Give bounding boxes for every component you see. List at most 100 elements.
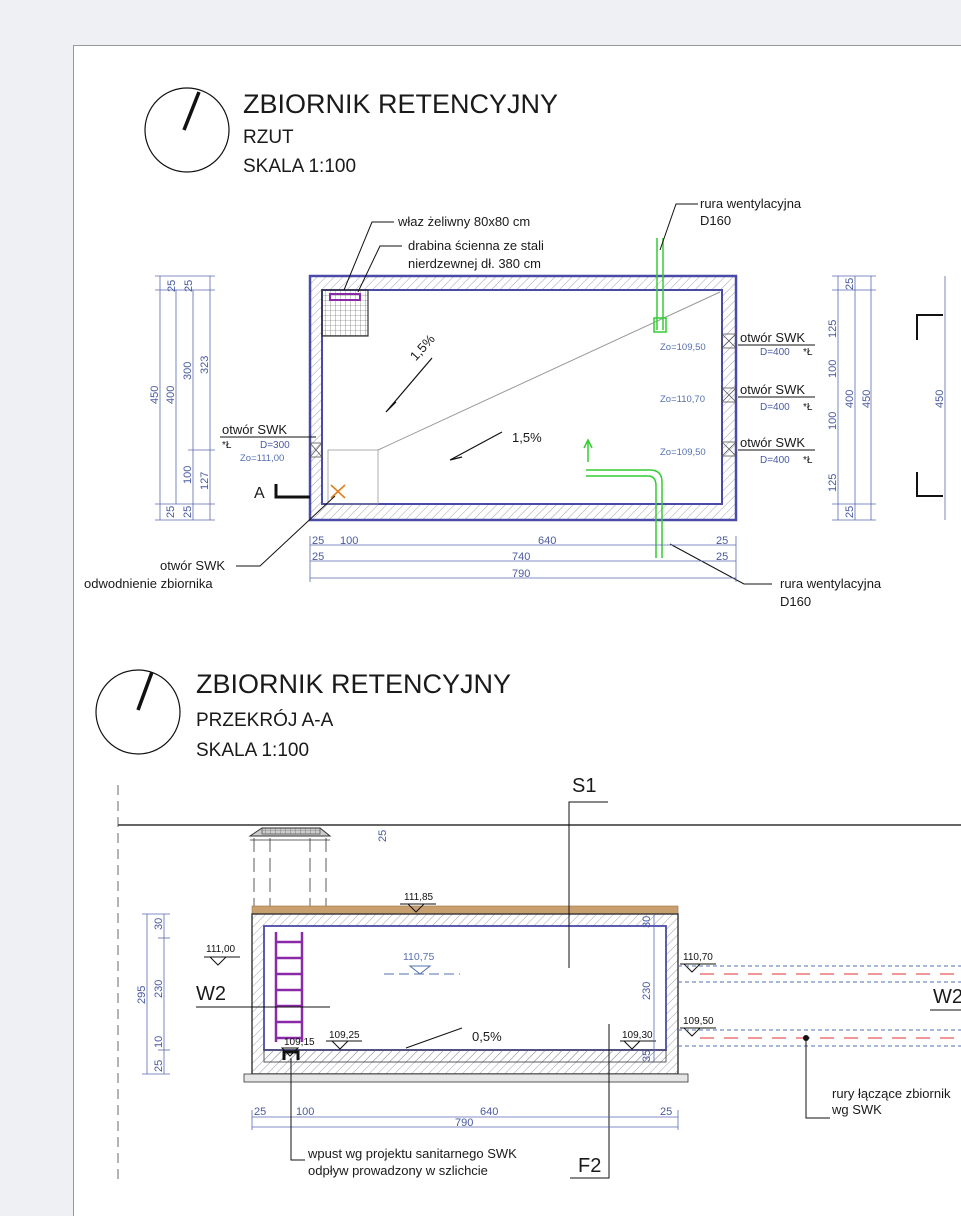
dim: 25 [166, 280, 178, 292]
dim: 100 [340, 535, 358, 547]
opening-2-zo: Zo=110,70 [660, 394, 705, 405]
vent-pipe-top-icon [653, 238, 667, 333]
water-level-icon [408, 965, 432, 975]
opening-3-d: D=400 [760, 455, 790, 466]
pipes-note-1: rury łączące zbiornik [832, 1086, 951, 1101]
label-w2-left: W2 [196, 983, 226, 1005]
opening-2-mark: *Ł [803, 402, 813, 413]
section-title: ZBIORNIK RETENCYJNY [196, 669, 511, 699]
dim: 640 [480, 1106, 498, 1118]
opening-3-mark: *Ł [803, 455, 813, 466]
dim: 100 [827, 412, 839, 430]
dim: 127 [199, 472, 211, 490]
sump-outline [327, 449, 379, 505]
elev-110-75: 110,75 [403, 951, 434, 963]
plan-subtitle: RZUT [243, 127, 294, 148]
elev-109-50: 109,50 [683, 1016, 714, 1027]
dim: 300 [182, 362, 194, 380]
opening-1-d: D=400 [760, 347, 790, 358]
opening-3-zo: Zo=109,50 [660, 447, 706, 458]
dim: 450 [149, 386, 161, 404]
opening-2-d: D=400 [760, 402, 790, 413]
elev-111-85: 111,85 [404, 892, 434, 903]
vent-bottom-label-2: D160 [780, 594, 811, 609]
opening-1-label: otwór SWK [740, 330, 805, 345]
dim: 100 [827, 360, 839, 378]
dim: 640 [538, 535, 556, 547]
plan-dims-bottom-lines [309, 536, 737, 582]
connecting-pipes-icon [678, 965, 961, 1047]
vent-bottom-label-1: rura wentylacyjna [780, 576, 882, 591]
left-opening-mark: *Ł [222, 440, 232, 451]
hatch-label: właz żeliwny 80x80 cm [397, 214, 530, 229]
plan-dims-right: 25 125 100 400 450 100 125 25 450 [827, 278, 946, 518]
dim: 25 [183, 280, 195, 292]
ladder-label-1: drabina ścienna ze stali [408, 238, 544, 253]
wall-opening-left-icon [309, 442, 323, 458]
left-opening-label: otwór SWK [222, 422, 287, 437]
manhole-cover-icon [248, 827, 332, 912]
dim: 30 [641, 916, 653, 928]
label-s1: S1 [572, 775, 596, 797]
dim: 25 [844, 278, 856, 290]
slope-arrow-1-icon [385, 357, 433, 413]
drain-label-2: odwodnienie zbiornika [84, 576, 213, 591]
elev-109-25: 109,25 [329, 1030, 360, 1041]
drain-note-2: odpływ prowadzony w szlichcie [308, 1163, 488, 1178]
dim: 35 [641, 1050, 653, 1062]
dim: 790 [455, 1117, 473, 1129]
dim: 400 [165, 386, 177, 404]
north-arrow-icon [144, 87, 230, 173]
drain-note-1: wpust wg projektu sanitarnego SWK [307, 1146, 517, 1161]
north-arrow-2-icon [95, 669, 181, 755]
plan-dims-right-lines [832, 275, 946, 521]
dim: 450 [861, 390, 873, 408]
dim: 25 [312, 535, 324, 547]
label-f2: F2 [578, 1155, 601, 1177]
elev-109-15: 109,15 [284, 1037, 315, 1048]
opening-1-zo: Zo=109,50 [660, 342, 706, 353]
ladder-label-2: nierdzewnej dł. 380 cm [408, 256, 541, 271]
section-inner-space [263, 925, 667, 1051]
elev-110-70: 110,70 [683, 952, 713, 963]
plan-dims-bottom: 25 100 640 25 25 740 25 790 [312, 535, 728, 580]
elev-109-30: 109,30 [622, 1030, 653, 1041]
dim: 10 [153, 1036, 165, 1048]
slope-label-2: 1,5% [512, 430, 542, 445]
dim: 230 [153, 980, 165, 998]
ladder-plan-icon [329, 293, 361, 301]
section-dims-bottom-lines [251, 1110, 679, 1130]
dim: 125 [827, 320, 839, 338]
section-mark-a: A [254, 485, 265, 502]
section-subtitle: PRZEKRÓJ A-A [196, 709, 334, 731]
opening-1-mark: *Ł [803, 347, 813, 358]
dim: 25 [182, 506, 194, 518]
dim: 740 [512, 551, 530, 563]
elev-111-00: 111,00 [206, 944, 236, 955]
soil-layer [251, 905, 679, 915]
plan-title: ZBIORNIK RETENCYJNY [243, 89, 558, 119]
wall-opening-right-icons [721, 333, 737, 457]
dim: 790 [512, 568, 530, 580]
left-opening-zo: Zo=111,00 [240, 453, 284, 464]
dim: 25 [254, 1106, 266, 1118]
drain-label-1: otwór SWK [160, 558, 225, 573]
drain-opening-icon [330, 484, 346, 499]
dim: 125 [827, 474, 839, 492]
vent-top-label-1: rura wentylacyjna [700, 196, 802, 211]
plan-view: ZBIORNIK RETENCYJNY RZUT SKALA 1:100 1,5… [84, 87, 946, 609]
slope-arrow-2-icon [449, 431, 503, 461]
section-dims-left: 30 295 230 10 25 [136, 918, 165, 1072]
left-opening-d: D=300 [260, 440, 290, 451]
dim: 25 [165, 506, 177, 518]
foundation-slab [243, 1073, 689, 1083]
plan-dims-left: 25 25 450 400 300 323 100 127 25 25 [149, 280, 211, 518]
section-cut-mark-icon [274, 484, 310, 499]
dim: 323 [199, 356, 211, 374]
section-slope-label: 0,5% [472, 1029, 502, 1044]
tank-inner-space [321, 289, 723, 505]
dim: 100 [182, 466, 194, 484]
dim: 230 [641, 982, 653, 1000]
section-dims-bottom: 25 100 640 25 790 [254, 1106, 672, 1129]
